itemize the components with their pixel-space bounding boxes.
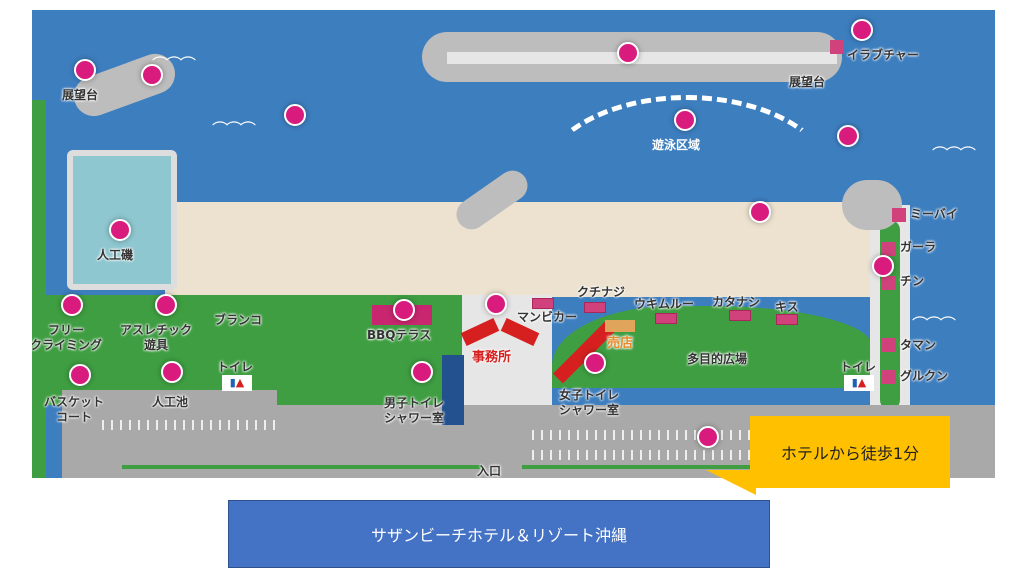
hotel-name-banner: サザンビーチホテル＆リゾート沖縄 — [228, 500, 770, 568]
tent-label-manbika: マンビカー — [517, 310, 578, 324]
map-pin[interactable] — [872, 255, 894, 277]
callout-tail — [706, 470, 756, 495]
label-swim-area: 遊泳区域 — [652, 138, 701, 152]
label-pond: 人工池 — [152, 395, 189, 409]
label-shop: 売店 — [607, 336, 634, 351]
tent-label-mibai: ミーバイ — [910, 207, 958, 221]
label-swing: ブランコ — [214, 313, 263, 327]
label-athletic: アスレチック 遊具 — [120, 323, 193, 352]
label-toilet-left: トイレ — [217, 360, 254, 374]
toilet-icon-right: ▮▲ — [844, 375, 874, 391]
map-pin[interactable] — [749, 201, 771, 223]
map-pin[interactable] — [393, 299, 415, 321]
map-pin[interactable] — [837, 125, 859, 147]
tent-label-gurukun: グルクン — [900, 369, 949, 383]
right-breakwater — [842, 180, 902, 230]
label-women-shower: 女子トイレ シャワー室 — [559, 388, 620, 417]
tent-gurukun — [882, 370, 896, 384]
label-toilet-right: トイレ — [840, 360, 877, 374]
tent-kisu — [776, 314, 798, 325]
map-pin[interactable] — [155, 294, 177, 316]
label-entrance: 入口 — [477, 464, 502, 478]
label-observatory-right: 展望台 — [789, 75, 826, 89]
label-bbq: BBQテラス — [367, 328, 432, 342]
map-pin[interactable] — [284, 104, 306, 126]
tent-manbika — [532, 298, 554, 309]
label-basketball: バスケット コート — [44, 395, 105, 424]
tent-irabucha — [830, 40, 844, 54]
label-men-shower: 男子トイレ シャワー室 — [384, 396, 445, 425]
map-pin[interactable] — [141, 64, 163, 86]
tent-taman — [882, 338, 896, 352]
map-pin[interactable] — [411, 361, 433, 383]
tent-mibai — [892, 208, 906, 222]
tent-kuchinaji — [584, 302, 606, 313]
tent-label-taman: タマン — [900, 338, 937, 352]
beach-map: ︵︵︵ ︵︵︵ ︵︵︵ ︵︵︵ ▮▲ ▮▲ 展望台 展望台 遊泳区域 人工磯 フ… — [32, 10, 995, 478]
tent-label-kuchinaji: クチナジ — [577, 285, 626, 299]
label-artificial-rocks: 人工磯 — [97, 248, 134, 262]
label-plaza: 多目的広場 — [687, 352, 748, 366]
tent-label-chin: チン — [900, 274, 925, 288]
tent-label-ukimuru: ウキムルー — [634, 297, 695, 311]
mens-shower-building — [442, 355, 464, 425]
map-pin[interactable] — [851, 19, 873, 41]
label-free-climbing: フリー クライミング — [32, 323, 103, 352]
map-pin[interactable] — [674, 109, 696, 131]
tent-label-irabucha: イラブチャー — [847, 48, 919, 62]
tent-label-gara: ガーラ — [900, 240, 937, 254]
tent-gara — [882, 242, 896, 256]
toilet-icon-left: ▮▲ — [222, 375, 252, 391]
map-pin[interactable] — [74, 59, 96, 81]
map-pin[interactable] — [697, 426, 719, 448]
map-pin[interactable] — [485, 293, 507, 315]
tent-label-kisu: キス — [775, 300, 799, 314]
map-pin[interactable] — [161, 361, 183, 383]
tent-katanashi — [729, 310, 751, 321]
map-pin[interactable] — [617, 42, 639, 64]
tent-chin — [882, 276, 896, 290]
swim-area-buoys — [537, 95, 837, 275]
promenade — [462, 295, 552, 405]
tent-ukimuru — [655, 313, 677, 324]
multipurpose-plaza — [552, 306, 872, 388]
label-office: 事務所 — [472, 350, 512, 365]
tent-label-katanashi: カタナシ — [712, 295, 761, 309]
map-pin[interactable] — [61, 294, 83, 316]
left-green-strip — [32, 100, 46, 478]
map-pin[interactable] — [69, 364, 91, 386]
map-pin[interactable] — [109, 219, 131, 241]
label-observatory-left: 展望台 — [62, 88, 99, 102]
walking-distance-callout: ホテルから徒歩1分 — [750, 416, 950, 488]
map-pin[interactable] — [584, 352, 606, 374]
shop-building — [605, 320, 635, 332]
parking-lot-left — [62, 390, 277, 410]
